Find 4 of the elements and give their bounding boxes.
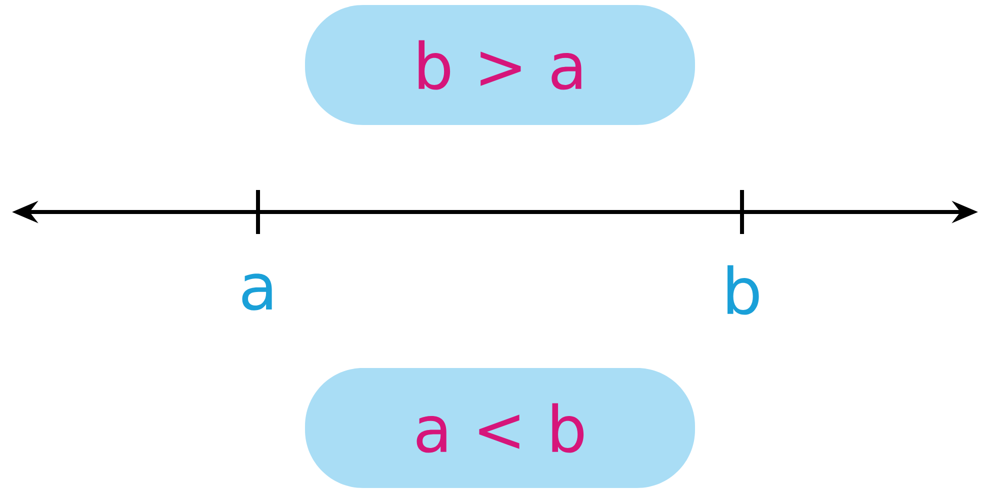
point-label: a — [242, 274, 272, 310]
relation-pill: a < b — [305, 368, 695, 488]
relation-pill: b > a — [305, 5, 695, 125]
point-label: b — [728, 265, 759, 315]
